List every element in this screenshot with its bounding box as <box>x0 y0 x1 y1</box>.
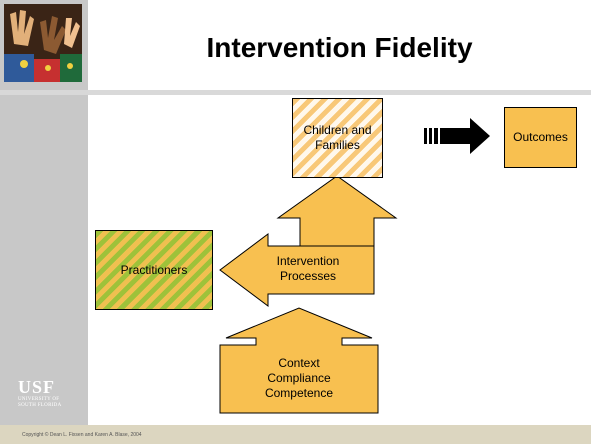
slide-title: Intervention Fidelity <box>206 32 473 63</box>
competence-line: Competence <box>264 386 334 400</box>
arrow-stripe-3 <box>434 128 438 144</box>
arrow-to-outcomes <box>440 118 490 154</box>
usf-logo-sub2: SOUTH FLORIDA <box>18 403 62 408</box>
arrow-stripe-2 <box>429 128 432 144</box>
outcomes-box: Outcomes <box>504 107 577 168</box>
usf-logo-main: USF <box>18 377 56 397</box>
compliance-line: Compliance <box>267 371 331 385</box>
children-families-label: Children and Families <box>303 123 372 152</box>
slide-header <box>88 0 591 90</box>
up-arrow-from-context <box>219 307 379 414</box>
copyright-text: Copyright © Dean L. Fixsen and Karen A. … <box>22 432 142 438</box>
usf-logo: USF UNIVERSITY OF SOUTH FLORIDA <box>18 377 74 417</box>
context-line: Context <box>278 356 320 370</box>
outcomes-label: Outcomes <box>513 130 568 144</box>
practitioners-label: Practitioners <box>120 262 188 277</box>
practitioners-box: Practitioners <box>95 230 213 310</box>
context-label: Context Compliance Competence <box>240 356 358 401</box>
arrow-stripe-1 <box>424 128 427 144</box>
left-arrow-to-practitioners <box>219 233 375 307</box>
usf-logo-sub1: UNIVERSITY OF <box>18 397 60 402</box>
children-families-box: Children and Families <box>292 98 383 178</box>
hands-photo-logo <box>4 4 82 82</box>
header-divider <box>88 90 591 95</box>
intervention-processes-label: Intervention Processes <box>276 254 340 283</box>
slide-footer <box>0 425 591 444</box>
sidebar-divider <box>0 90 88 95</box>
